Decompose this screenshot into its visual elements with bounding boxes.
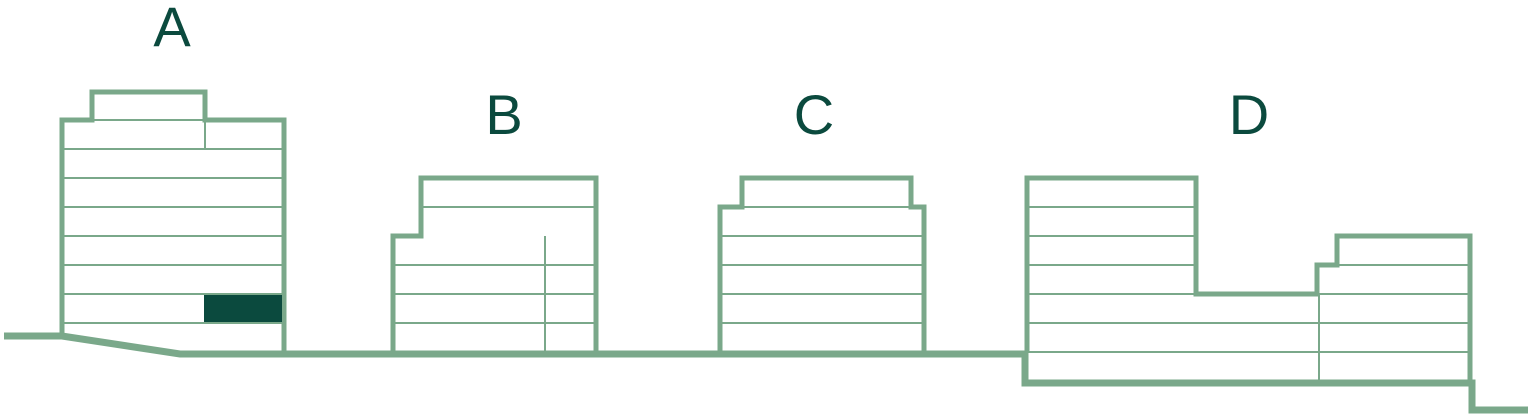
building-b — [390, 175, 599, 352]
building-a-floor-lines — [62, 119, 284, 324]
building-c-floor-lines — [720, 206, 924, 324]
building-b-floor-lines — [393, 206, 596, 352]
building-d-label: D — [1229, 83, 1269, 146]
building-a-label: A — [153, 0, 191, 58]
building-c-outline — [717, 175, 927, 352]
building-d — [1024, 175, 1473, 383]
ground-line — [4, 332, 1528, 414]
building-c-label: C — [794, 83, 834, 146]
building-a-outline — [59, 89, 287, 352]
building-b-label: B — [485, 83, 522, 146]
building-a — [59, 89, 287, 352]
building-d-floor-lines — [1027, 206, 1470, 383]
building-c — [717, 175, 927, 352]
building-a-highlighted-unit — [204, 295, 282, 322]
building-d-outline — [1024, 175, 1473, 383]
